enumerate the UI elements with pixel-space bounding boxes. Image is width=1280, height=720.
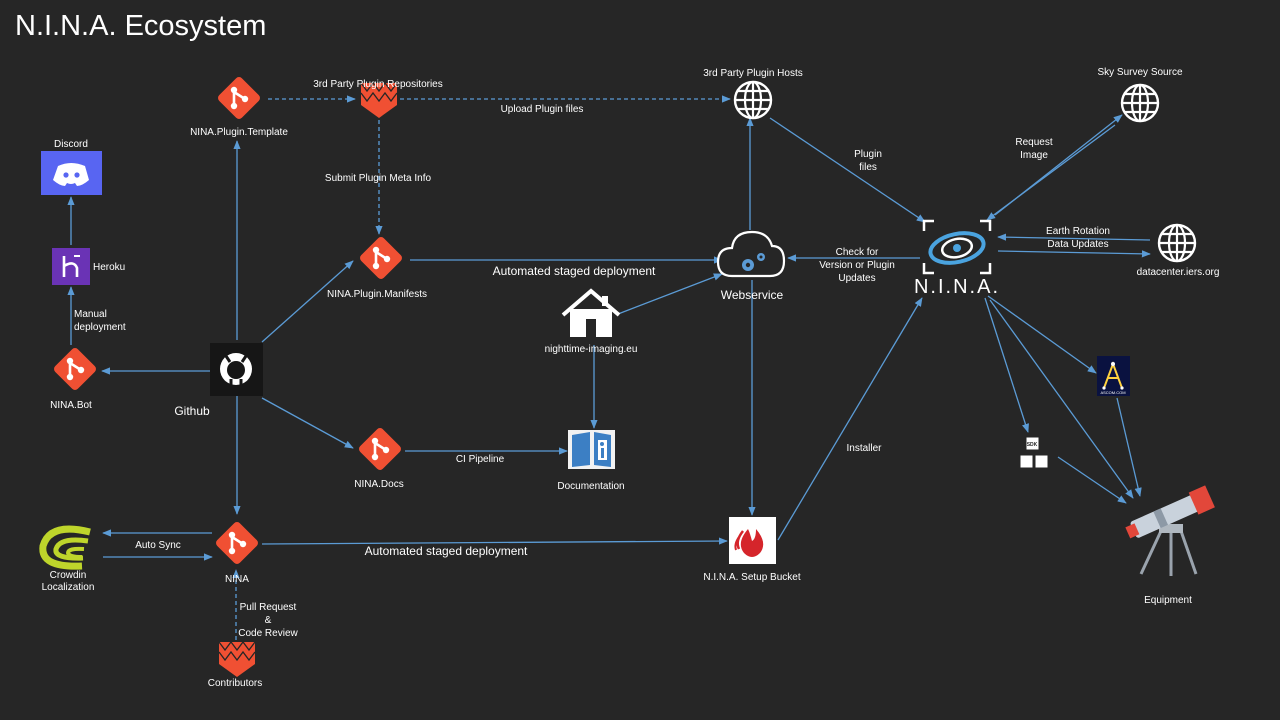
manifests-git-icon[interactable]: [357, 234, 405, 282]
ascom-label: ASCOM.COM: [1100, 390, 1125, 395]
documentation-book-icon[interactable]: [568, 430, 615, 469]
third-party-repos-label: 3rd Party Plugin Repositories: [313, 79, 443, 90]
nina-logo-icon[interactable]: [922, 219, 992, 275]
edge-labels: Upload Plugin files Submit Plugin Meta I…: [74, 104, 1110, 639]
docs-git-icon[interactable]: [356, 425, 404, 473]
check-for-label-3: Updates: [838, 273, 875, 284]
automated-deployment-label-1: Automated staged deployment: [493, 264, 656, 278]
github-label: Github: [174, 404, 210, 418]
house-icon[interactable]: [561, 288, 621, 337]
cloud-gear-icon[interactable]: [716, 230, 786, 278]
setup-bucket-icon[interactable]: [729, 517, 776, 564]
pull-request-label-3: Code Review: [238, 628, 298, 639]
datacenter-globe-icon[interactable]: [1157, 223, 1197, 263]
manual-deployment-label-2: deployment: [74, 322, 126, 333]
manifests-label: NINA.Plugin.Manifests: [327, 289, 427, 300]
discord-label: Discord: [54, 139, 88, 150]
ascom-icon[interactable]: ASCOM.COM: [1097, 356, 1130, 396]
request-image-label-1: Request: [1015, 137, 1052, 148]
pull-request-label-1: Pull Request: [240, 602, 297, 613]
sky-survey-globe-icon[interactable]: [1120, 83, 1160, 123]
earth-rotation-label-2: Data Updates: [1047, 239, 1108, 250]
check-for-label-2: Version or Plugin: [819, 260, 895, 271]
webservice-label: Webservice: [721, 288, 784, 302]
pull-request-label-2: &: [265, 615, 272, 626]
heroku-icon[interactable]: [52, 248, 90, 285]
heroku-label: Heroku: [93, 262, 125, 273]
manual-deployment-label-1: Manual: [74, 309, 107, 320]
template-label: NINA.Plugin.Template: [190, 127, 288, 138]
arrows: [67, 95, 1151, 640]
bot-label: NINA.Bot: [50, 400, 92, 411]
nina-logo-text: N.I.N.A.: [914, 276, 1000, 298]
nina-git-icon[interactable]: [213, 519, 261, 567]
third-party-hosts-globe-icon[interactable]: [733, 80, 773, 120]
check-for-label-1: Check for: [836, 247, 879, 258]
github-icon[interactable]: [210, 343, 263, 396]
contributors-icon[interactable]: [218, 641, 256, 678]
template-git-icon[interactable]: [215, 74, 263, 122]
sdk-label: SDK: [1027, 442, 1038, 448]
third-party-hosts-label: 3rd Party Plugin Hosts: [703, 68, 803, 79]
nina-label: NINA: [225, 574, 249, 585]
sky-survey-label: Sky Survey Source: [1097, 67, 1182, 78]
setup-bucket-label: N.I.N.A. Setup Bucket: [703, 572, 800, 583]
telescope-icon[interactable]: [1123, 485, 1215, 576]
submit-meta-label: Submit Plugin Meta Info: [325, 173, 432, 184]
installer-label: Installer: [846, 443, 882, 454]
ci-pipeline-label: CI Pipeline: [456, 454, 505, 465]
contributors-label: Contributors: [208, 678, 262, 689]
documentation-label: Documentation: [557, 481, 624, 492]
crowdin-label-1: Crowdin: [50, 570, 87, 581]
crowdin-label-2: Localization: [42, 582, 95, 593]
diagram-title: N.I.N.A. Ecosystem: [15, 10, 267, 42]
request-image-label-2: Image: [1020, 150, 1048, 161]
sdk-cubes-icon[interactable]: SDK: [1019, 436, 1049, 469]
plugin-files-label-1: Plugin: [854, 149, 882, 160]
plugin-files-label-2: files: [859, 162, 877, 173]
crowdin-icon[interactable]: [39, 525, 91, 570]
automated-deployment-label-2: Automated staged deployment: [365, 544, 528, 558]
nighttime-label: nighttime-imaging.eu: [545, 344, 638, 355]
bot-git-icon[interactable]: [51, 345, 99, 393]
equipment-label: Equipment: [1144, 595, 1192, 606]
datacenter-label: datacenter.iers.org: [1137, 267, 1220, 278]
node-labels: NINA.Plugin.Template 3rd Party Plugin Re…: [42, 67, 1220, 689]
docs-label: NINA.Docs: [354, 479, 403, 490]
discord-icon[interactable]: [41, 151, 102, 195]
auto-sync-label: Auto Sync: [135, 540, 181, 551]
upload-plugin-files-label: Upload Plugin files: [501, 104, 584, 115]
earth-rotation-label-1: Earth Rotation: [1046, 226, 1110, 237]
